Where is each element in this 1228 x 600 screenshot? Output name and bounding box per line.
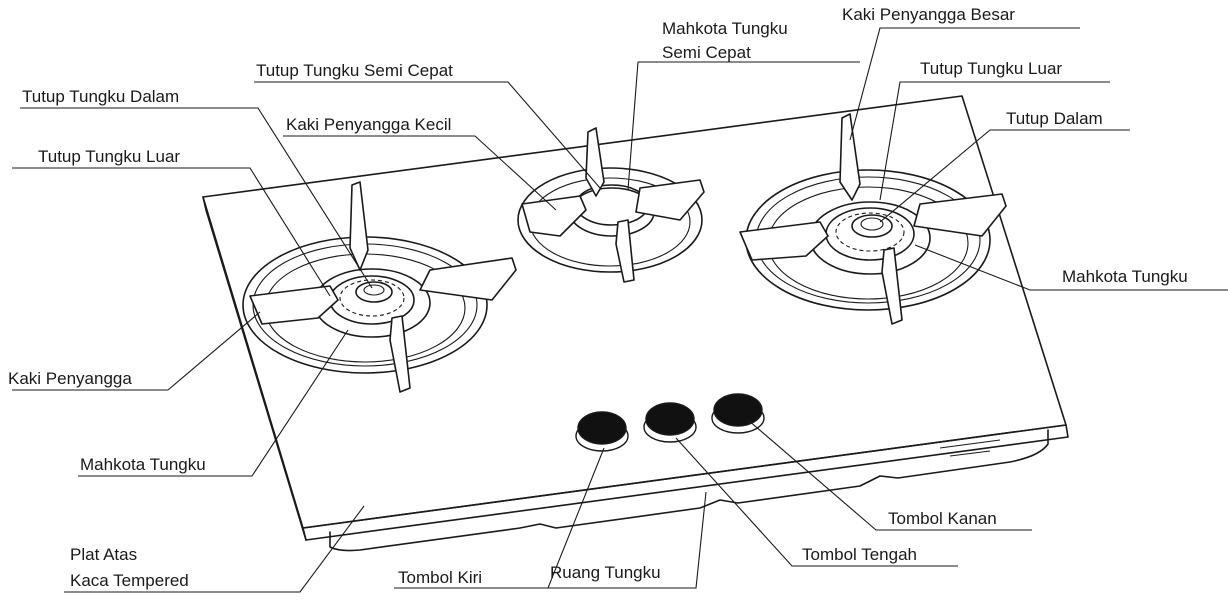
left-burner	[242, 181, 517, 393]
right-grate-leg-bottom	[881, 247, 903, 325]
burner-housing	[329, 429, 1049, 552]
leader-tutup-luar-left	[12, 167, 331, 297]
right-grate-leg-top	[839, 113, 861, 201]
right-crown-ports	[835, 212, 905, 252]
label-tutup-tungku-luar-left: Tutup Tungku Luar	[38, 147, 180, 166]
middle-grate-leg-right	[635, 179, 705, 221]
right-inner-cap-top	[860, 217, 884, 231]
label-mahkota-tungku-right: Mahkota Tungku	[1062, 267, 1188, 286]
middle-grate-leg-top	[585, 127, 605, 197]
leader-tutup-semi-cepat	[254, 81, 601, 189]
housing-detail	[939, 439, 1001, 457]
label-tombol-kanan: Tombol Kanan	[888, 509, 997, 528]
leader-kaki-penyangga-besar	[849, 27, 1080, 141]
label-mahkota-semi-cepat-line2: Semi Cepat	[662, 43, 751, 62]
leader-ruang-tungku	[546, 491, 707, 589]
middle-burner	[517, 127, 705, 283]
label-tombol-kiri: Tombol Kiri	[398, 568, 482, 587]
leader-mahkota-left	[78, 329, 349, 477]
label-tombol-tengah: Tombol Tengah	[802, 545, 917, 564]
label-mahkota-tungku-left: Mahkota Tungku	[80, 455, 206, 474]
leader-lines	[12, 27, 1228, 593]
label-kaki-penyangga: Kaki Penyangga	[8, 369, 132, 388]
leader-mahkota-semi-cepat	[627, 61, 860, 191]
right-grate-leg-left	[739, 221, 829, 261]
leader-plat-atas	[64, 505, 365, 593]
middle-grate-leg-left	[521, 195, 587, 237]
left-grate-leg-bottom	[389, 315, 411, 393]
label-tutup-tungku-luar-right: Tutup Tungku Luar	[920, 59, 1062, 78]
left-grate-leg-top	[349, 181, 369, 271]
leader-kaki-penyangga-kecil	[283, 135, 557, 211]
label-tutup-dalam: Tutup Dalam	[1006, 109, 1103, 128]
right-burner	[739, 113, 1007, 325]
part-labels: Mahkota Tungku Semi Cepat Kaki Penyangga…	[8, 5, 1188, 590]
leader-tombol-tengah	[675, 437, 958, 567]
label-kaki-penyangga-kecil: Kaki Penyangga Kecil	[286, 115, 451, 134]
right-grate-leg-right	[913, 193, 1007, 237]
glass-top-side	[202, 196, 307, 541]
left-knob[interactable]	[577, 411, 627, 445]
middle-knob[interactable]	[645, 402, 695, 436]
glass-top-plate	[202, 95, 1067, 529]
label-kaki-penyangga-besar: Kaki Penyangga Besar	[842, 5, 1015, 24]
leader-tutup-luar-right	[879, 81, 1110, 201]
right-knob[interactable]	[713, 393, 763, 427]
middle-drip-ring-outer	[517, 167, 703, 273]
leader-tombol-kanan	[747, 419, 1032, 531]
control-knobs	[575, 393, 765, 452]
label-tutup-tungku-semi-cepat: Tutup Tungku Semi Cepat	[256, 61, 453, 80]
leader-kaki-penyangga	[12, 311, 261, 391]
label-ruang-tungku: Ruang Tungku	[550, 563, 661, 582]
middle-grate-leg-bottom	[615, 219, 635, 283]
leader-mahkota-right	[914, 244, 1228, 291]
left-inner-cap	[355, 281, 393, 303]
label-mahkota-semi-cepat-line1: Mahkota Tungku	[662, 19, 788, 38]
left-grate-leg-right	[419, 257, 517, 301]
label-tutup-tungku-dalam: Tutup Tungku Dalam	[22, 87, 179, 106]
stove-body	[202, 95, 1069, 552]
right-inner-cap	[851, 214, 893, 238]
leader-tutup-dalam	[879, 129, 1130, 223]
leader-tutup-tungku-dalam	[20, 107, 373, 289]
label-plat-atas-line2: Kaca Tempered	[70, 571, 189, 590]
left-inner-cap-top	[363, 284, 385, 296]
left-crown-ports	[339, 279, 405, 317]
left-grate-leg-left	[249, 285, 339, 325]
label-plat-atas-line1: Plat Atas	[70, 545, 137, 564]
